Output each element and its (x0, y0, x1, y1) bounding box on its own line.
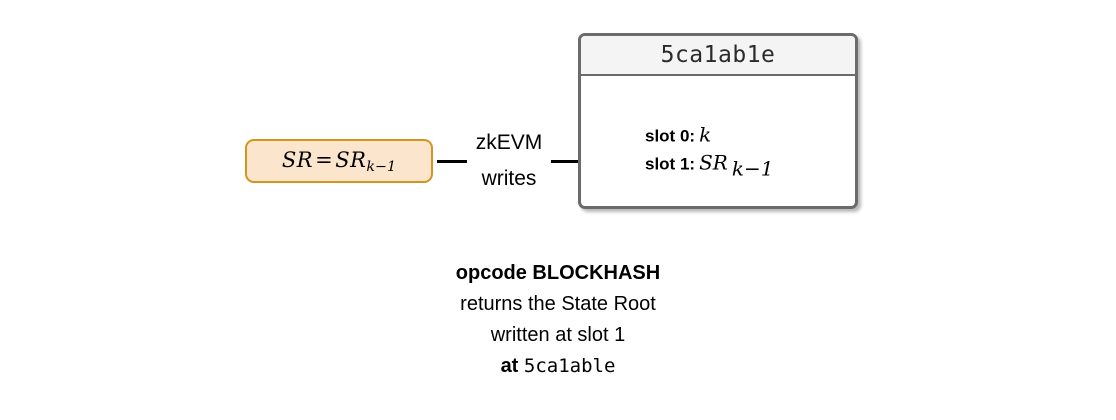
slot-0-value: k (699, 122, 712, 147)
caption-block: opcode BLOCKHASH returns the State Root … (0, 258, 1116, 382)
caption-line-2: returns the State Root (460, 293, 656, 315)
sr-operator: = (315, 147, 334, 172)
contract-header: 5ca1ab1e (581, 36, 855, 76)
caption-line-4-address: 5ca1able (523, 355, 616, 377)
sr-lhs: SR (281, 147, 314, 172)
sr-rhs-subscript: k−1 (366, 158, 397, 175)
contract-slot-row: slot 0:k (645, 122, 773, 150)
slot-1-value: SR (699, 150, 728, 175)
caption-line-3: written at slot 1 (490, 324, 626, 346)
slot-1-value-subscript: k−1 (731, 156, 774, 181)
caption-line-4: at 5ca1able (0, 351, 1116, 382)
edge-segment-left (437, 160, 467, 163)
edge-label-line-2: writes (481, 167, 537, 190)
edge-segment-right (551, 160, 584, 163)
state-root-box: SR=SRk−1 (245, 139, 433, 183)
edge-label: zkEVM writes (467, 125, 551, 197)
slot-1-key: slot 1: (645, 154, 696, 174)
slot-0-key: slot 0: (645, 126, 696, 146)
caption-line-1: opcode BLOCKHASH (455, 262, 661, 284)
contract-address: 5ca1ab1e (660, 42, 776, 68)
sr-rhs-base: SR (335, 147, 367, 172)
state-root-expression: SR=SRk−1 (282, 148, 396, 175)
edge-label-line-1: zkEVM (475, 131, 543, 154)
caption-line-4-prefix: at (500, 355, 519, 377)
